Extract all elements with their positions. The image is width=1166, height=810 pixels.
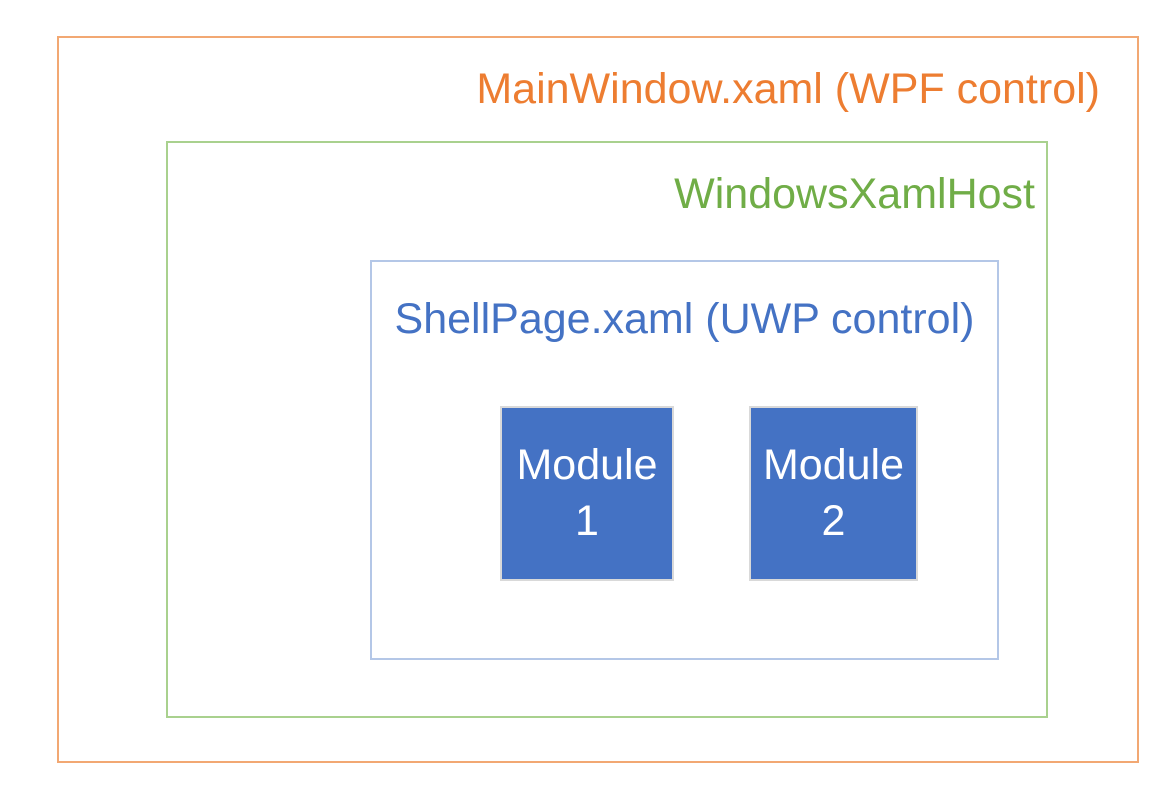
module-2-label-line1: Module	[762, 441, 905, 490]
module-1-label-line1: Module	[516, 441, 658, 490]
module-1-box: Module 1	[500, 406, 674, 581]
mainwindow-wpf-box: MainWindow.xaml (WPF control) WindowsXam…	[57, 36, 1139, 763]
windowsxamlhost-box: WindowsXamlHost ShellPage.xaml (UWP cont…	[166, 141, 1048, 718]
windowsxamlhost-label: WindowsXamlHost	[674, 170, 1035, 218]
mainwindow-wpf-label: MainWindow.xaml (WPF control)	[476, 65, 1100, 113]
module-1-label-line2: 1	[575, 496, 599, 545]
shellpage-uwp-label: ShellPage.xaml (UWP control)	[394, 295, 975, 343]
shellpage-uwp-box: ShellPage.xaml (UWP control) Module 1 Mo…	[370, 260, 999, 660]
module-2-box: Module 2	[749, 406, 918, 581]
module-2-label-line2: 2	[821, 496, 846, 545]
